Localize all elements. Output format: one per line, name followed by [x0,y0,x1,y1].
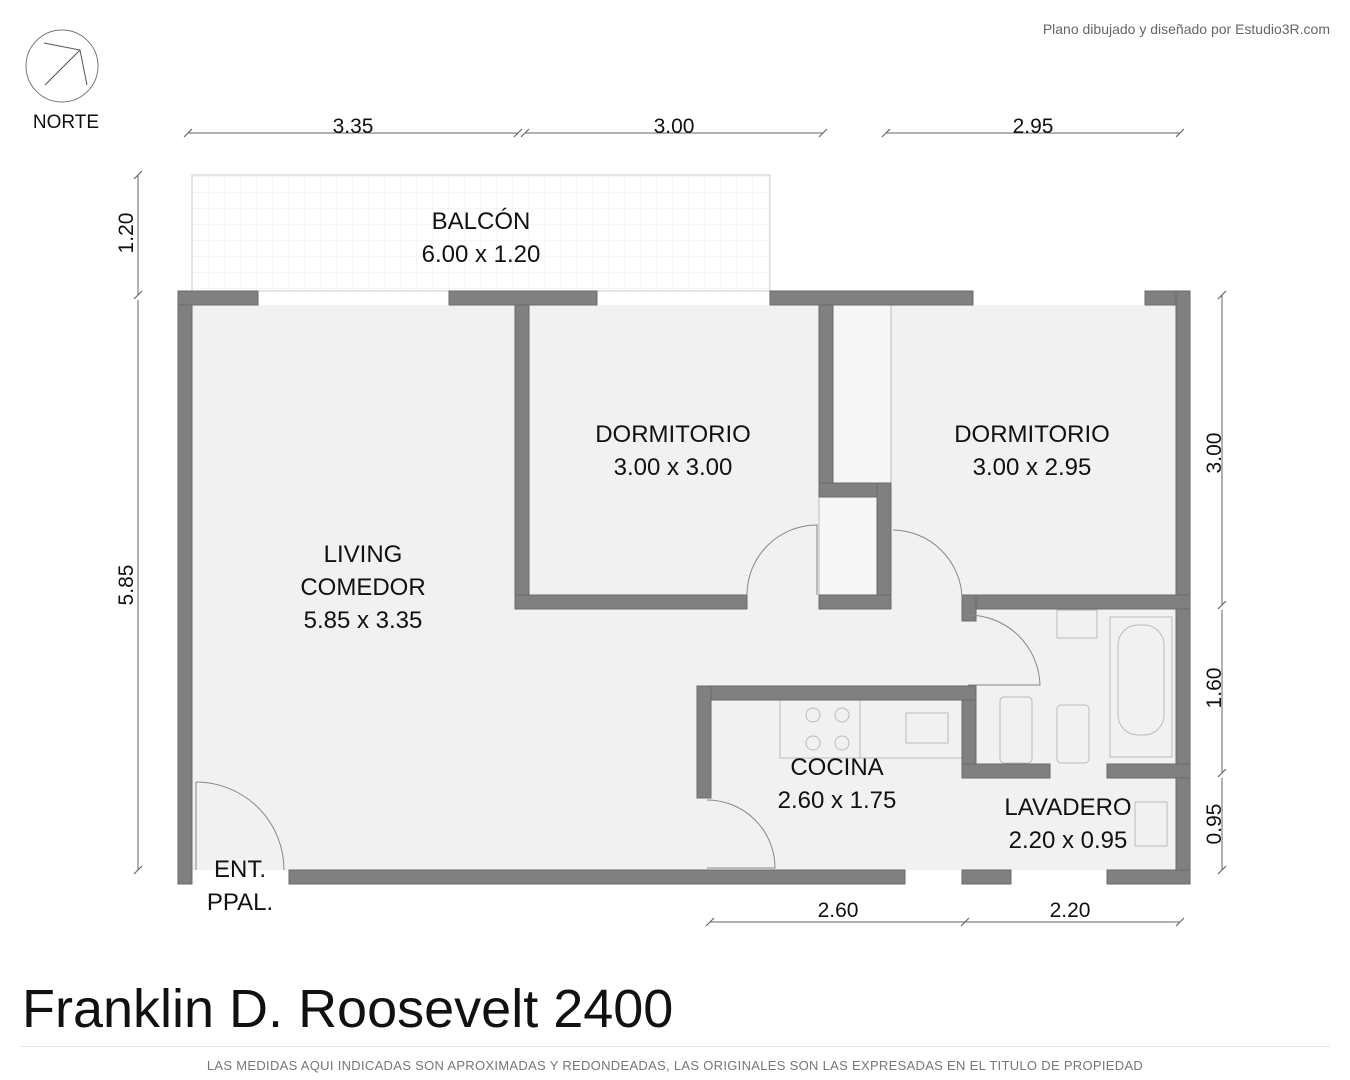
bedroom1-size: 3.00 x 3.00 [614,454,733,481]
dim-right-2: 1.60 [1203,668,1226,709]
dim-left-1: 1.20 [115,213,138,254]
bedroom2-size: 3.00 x 2.95 [973,454,1092,481]
kitchen-door[interactable] [706,799,776,869]
compass-label: NORTE [33,112,99,133]
balcony-name: BALCÓN [432,208,531,235]
bathtub-icon [1109,616,1173,758]
laundry-name: LAVADERO [1004,794,1131,821]
entrance-label-line2: PPAL. [207,889,273,916]
property-title: Franklin D. Roosevelt 2400 [22,979,674,1039]
disclaimer-text: LAS MEDIDAS AQUI INDICADAS SON APROXIMAD… [206,1058,1144,1073]
dim-top-1: 3.35 [333,115,374,138]
walls [177,290,1191,885]
balcony-floor [191,174,771,292]
bedroom2-door[interactable] [892,529,963,599]
living-name-line2: COMEDOR [300,574,425,601]
living-size: 5.85 x 3.35 [304,607,423,634]
living-name-line1: LIVING [324,541,403,568]
closet-shelves [818,304,892,596]
dim-bottom-1: 2.60 [818,899,859,922]
balcony-size: 6.00 x 1.20 [422,241,541,268]
laundry-sink-icon [1134,801,1168,847]
bathroom-sink-icon [1056,609,1098,639]
dim-left-2: 5.85 [115,565,138,606]
credit-text: Plano dibujado y diseñado por Estudio3R.… [1042,21,1330,37]
dim-top-2: 3.00 [654,115,695,138]
toilet-icon [999,696,1033,764]
kitchen-name: COCINA [790,754,883,781]
bidet-icon [1056,704,1090,764]
dim-right-1: 3.00 [1203,433,1226,474]
dim-bottom-2: 2.20 [1050,899,1091,922]
bedroom1-name: DORMITORIO [595,421,751,448]
entrance-label-line1: ENT. [214,856,266,883]
divider [20,1046,1330,1047]
north-compass-icon [25,29,99,103]
main-entrance-door[interactable] [195,781,285,871]
dim-right-3: 0.95 [1203,804,1226,845]
bathroom-door[interactable] [967,614,1041,686]
bedroom1-door[interactable] [746,524,818,596]
bedroom2-name: DORMITORIO [954,421,1110,448]
dimension-lines [133,128,1227,927]
kitchen-size: 2.60 x 1.75 [778,787,897,814]
dim-top-3: 2.95 [1013,115,1054,138]
laundry-size: 2.20 x 0.95 [1009,827,1128,854]
